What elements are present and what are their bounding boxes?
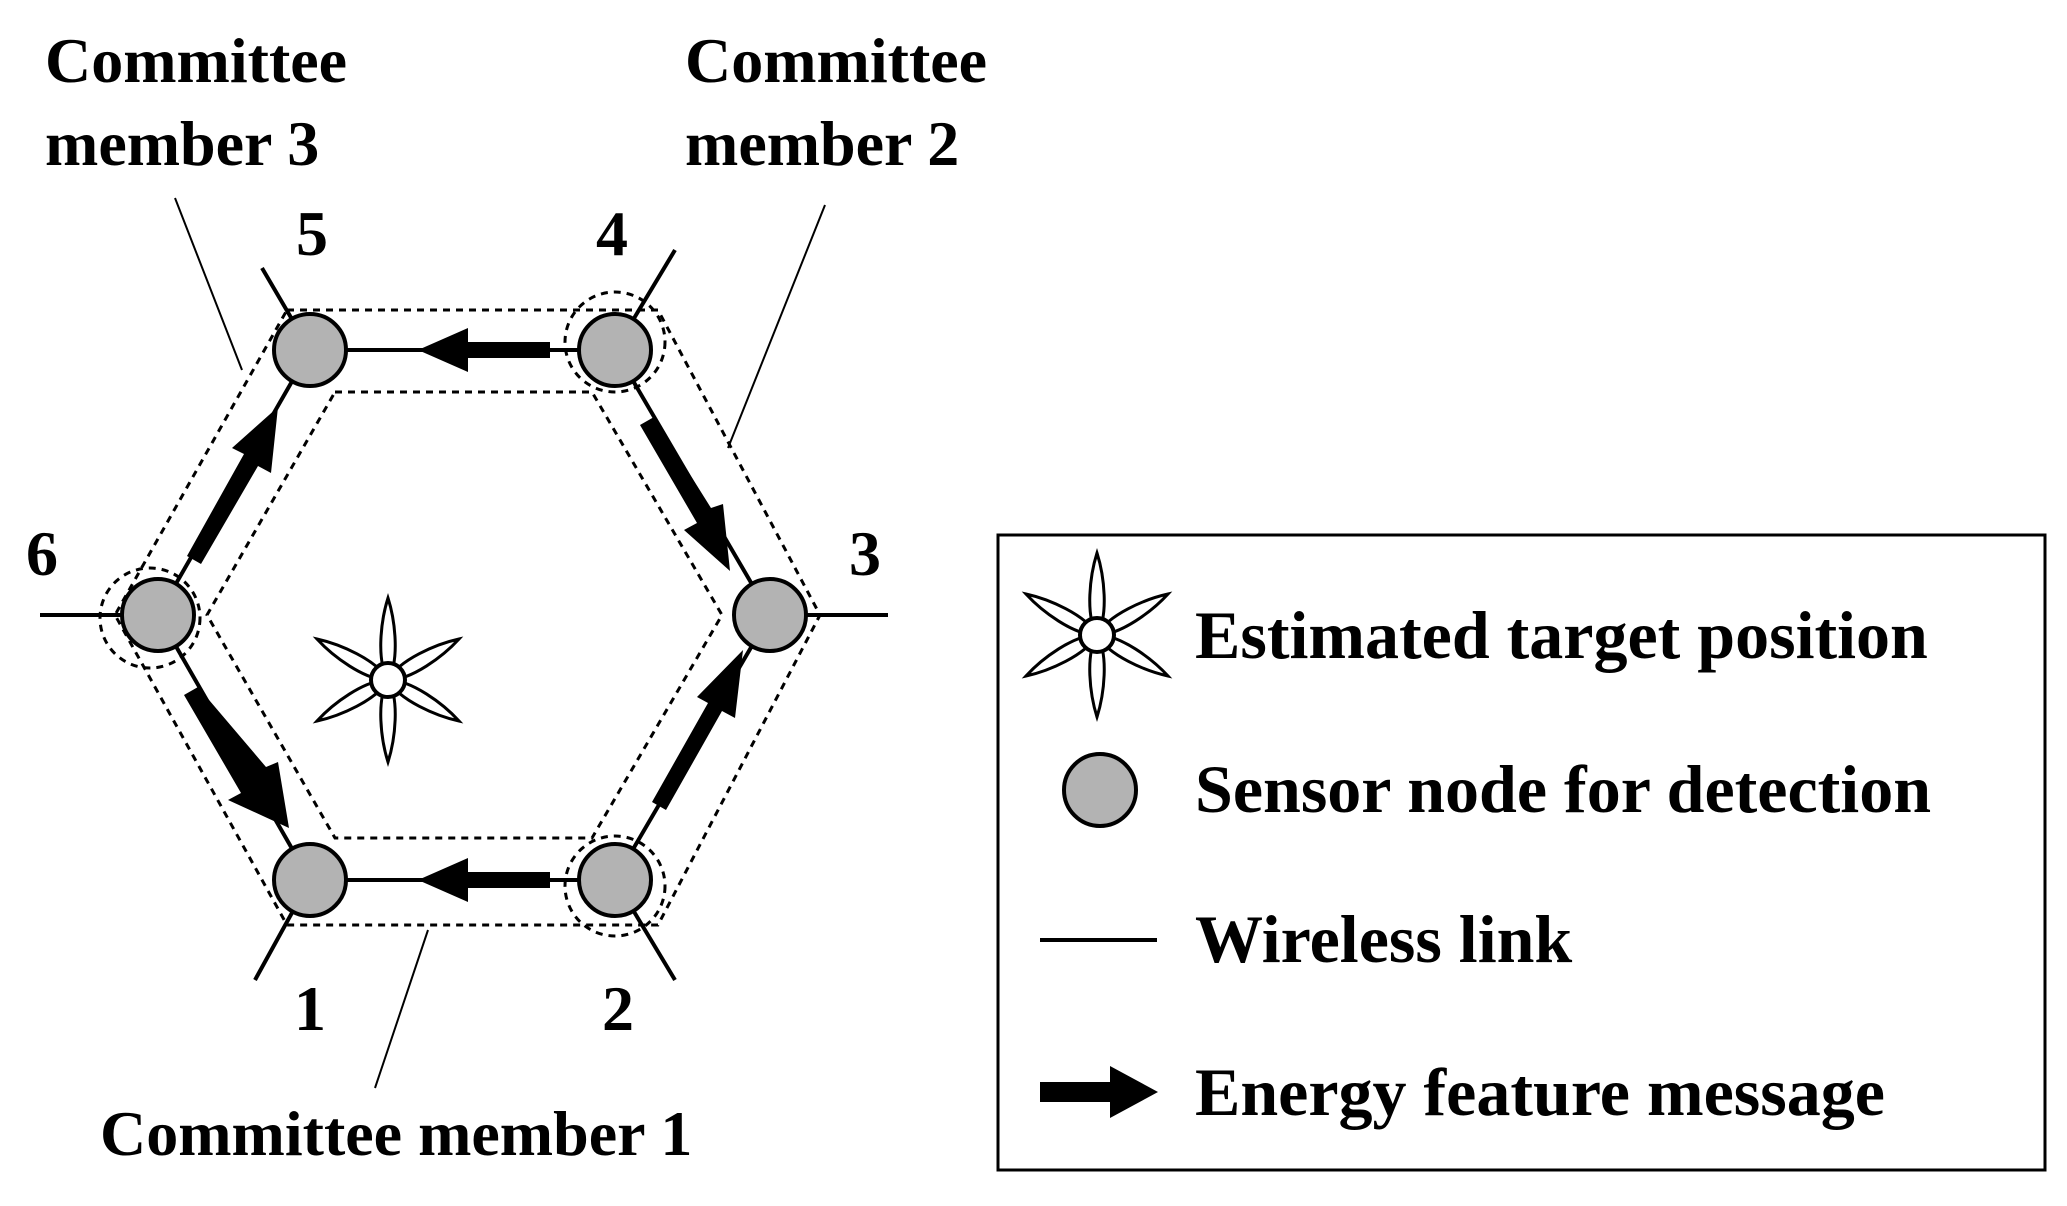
sensor-node-6: [120, 577, 196, 653]
inner-dashed-hexagon: [205, 390, 724, 840]
arrow-2-3: [652, 650, 743, 810]
arrow-6-5: [187, 407, 278, 564]
node-number-4: 4: [596, 198, 628, 269]
committee-member3-line1: Committee: [45, 25, 347, 96]
node-number-6: 6: [26, 518, 58, 589]
sensor-node-2: [577, 842, 653, 918]
sensor-node-5: [272, 312, 348, 388]
legend-message-label: Energy feature message: [1195, 1054, 1885, 1130]
legend: Estimated target position Sensor node fo…: [996, 533, 2047, 1172]
arrow-2-1: [418, 858, 550, 902]
cluster-circle-2: [563, 834, 667, 938]
committee-member1-label: Committee member 1: [100, 1098, 692, 1169]
legend-box: [996, 533, 2047, 1172]
node-number-1: 1: [294, 973, 326, 1044]
outer-dashed-hexagon: [113, 308, 822, 927]
legend-message-icon: [1040, 1066, 1158, 1118]
node-number-5: 5: [296, 198, 328, 269]
committee-member2-line1: Committee: [685, 25, 987, 96]
leader-member1: [374, 929, 429, 1089]
node-number-2: 2: [602, 973, 634, 1044]
message-arrows: [184, 328, 743, 902]
cluster-circle-4: [563, 290, 667, 394]
committee-member3-line2: member 3: [45, 108, 319, 179]
arrow-4-3: [640, 417, 730, 571]
arrow-6-1: [184, 687, 289, 828]
sensor-node-4: [577, 312, 653, 388]
sensor-node-3: [732, 577, 808, 653]
arrow-4-5: [418, 328, 550, 372]
leader-member3: [174, 197, 243, 371]
cluster-circle-6: [98, 566, 202, 670]
legend-target-label: Estimated target position: [1195, 597, 1928, 673]
legend-link-label: Wireless link: [1195, 901, 1572, 977]
committee-region: [98, 290, 822, 938]
target-icon: [311, 596, 465, 764]
legend-sensor-label: Sensor node for detection: [1195, 751, 1931, 827]
committee-member2-line2: member 2: [685, 108, 959, 179]
sensor-node-1: [272, 842, 348, 918]
legend-sensor-icon: [1062, 752, 1138, 828]
node-number-3: 3: [849, 518, 881, 589]
leader-lines: [174, 197, 826, 1089]
sensor-nodes: [120, 312, 808, 918]
leader-member2: [727, 204, 826, 449]
